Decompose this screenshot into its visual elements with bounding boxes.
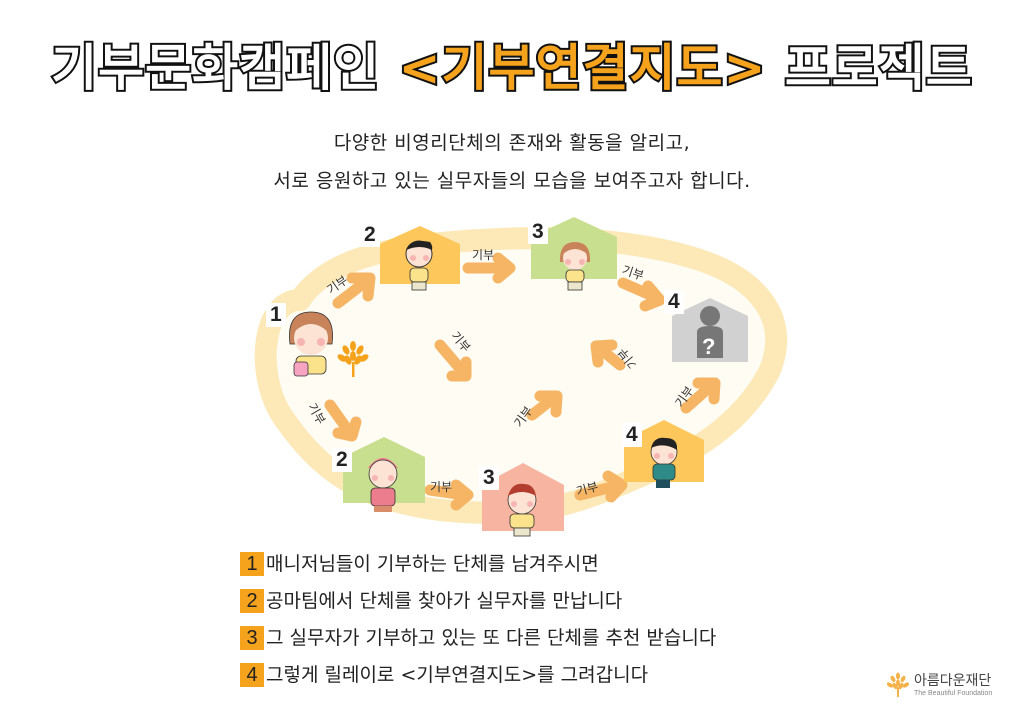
character-bottom-3 [500, 480, 544, 542]
step-item-3: 3 그 실무자가 기부하고 있는 또 다른 단체를 추천 받습니다 [240, 626, 716, 650]
step-item-1: 1 매니저님들이 기부하는 단체를 남겨주시면 [240, 552, 716, 576]
foundation-logo: 아름다운재단 The Beautiful Foundation [886, 672, 992, 698]
arrow-label: 기부 [472, 248, 495, 262]
logo-name: 아름다운재단 [914, 672, 992, 689]
arrow-label: 기부 [430, 480, 453, 494]
node-number-top-4: 4 [664, 290, 684, 314]
subtitle-line-2: 서로 응원하고 있는 실무자들의 모습을 보여주고자 합니다. [273, 170, 751, 192]
step-text: 그 실무자가 기부하고 있는 또 다른 단체를 추천 받습니다 [266, 627, 717, 649]
step-number-badge: 2 [240, 589, 264, 613]
character-top-3 [555, 240, 595, 298]
step-number-badge: 3 [240, 626, 264, 650]
step-number-badge: 4 [240, 663, 264, 687]
step-text: 그렇게 릴레이로 <기부연결지도>를 그려갑니다 [266, 664, 649, 686]
tree-logo-icon [336, 340, 370, 378]
donor-character [286, 308, 336, 386]
step-text: 매니저님들이 기부하는 단체를 남겨주시면 [266, 553, 599, 575]
tree-logo-icon [886, 672, 910, 698]
logo-subtitle: The Beautiful Foundation [914, 689, 993, 697]
steps-list: 1 매니저님들이 기부하는 단체를 남겨주시면 2 공마팀에서 단체를 찾아가 … [240, 552, 716, 700]
node-number-bottom-4: 4 [622, 423, 642, 447]
node-number-bottom-3: 3 [479, 466, 499, 490]
title-highlight: <기부연결지도> [397, 37, 768, 99]
question-mark-icon: ? [702, 334, 716, 359]
character-top-2 [400, 238, 438, 298]
step-number-badge: 1 [240, 552, 264, 576]
character-bottom-4 [644, 436, 684, 494]
node-number-start: 1 [266, 303, 286, 327]
title-prefix: 기부문화캠페인 [49, 37, 381, 99]
arrow-1-to-top-2 [332, 274, 374, 309]
character-bottom-2 [362, 448, 404, 518]
node-number-bottom-2: 2 [332, 448, 352, 472]
step-item-4: 4 그렇게 릴레이로 <기부연결지도>를 그려갑니다 [240, 663, 716, 687]
page-title: 기부문화캠페인 <기부연결지도> 프로젝트 [0, 28, 1024, 108]
unknown-org-house-top-4 [672, 298, 748, 362]
step-item-2: 2 공마팀에서 단체를 찾아가 실무자를 만납니다 [240, 589, 716, 613]
step-text: 공마팀에서 단체를 찾아가 실무자를 만납니다 [266, 590, 623, 612]
title-suffix: 프로젝트 [783, 37, 974, 99]
node-number-top-2: 2 [360, 223, 380, 247]
subtitle-line-1: 다양한 비영리단체의 존재와 활동을 알리고, [333, 132, 691, 154]
node-number-top-3: 3 [528, 220, 548, 244]
